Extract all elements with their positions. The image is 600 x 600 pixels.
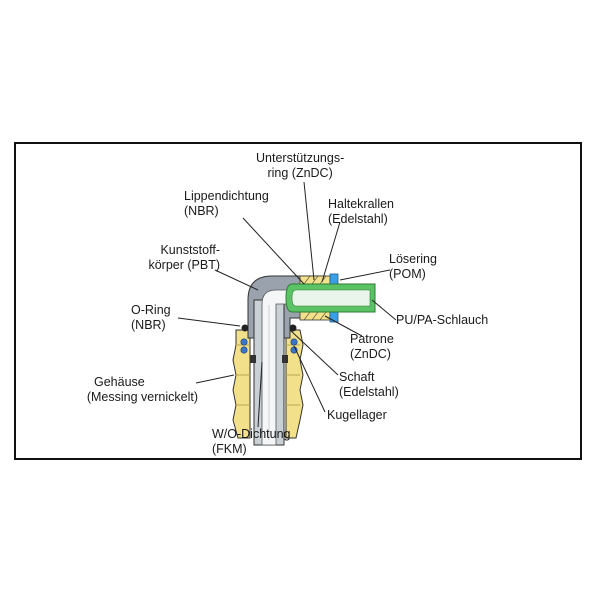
label-kunststoffkoerper: Kunststoff- körper (PBT): [148, 243, 220, 272]
wo-seal-right: [282, 355, 288, 363]
label-gehaeuse: Gehäuse (Messing vernickelt): [86, 375, 198, 404]
label-kugellager: Kugellager: [327, 408, 387, 422]
label-loesering: Lösering (POM): [389, 252, 437, 281]
label-haltekrallen: Haltekrallen (Edelstahl): [328, 197, 395, 226]
label-schlauch: PU/PA-Schlauch: [396, 313, 489, 327]
label-lippendichtung: Lippendichtung (NBR): [184, 189, 269, 218]
label-o-ring: O-Ring (NBR): [131, 303, 171, 332]
leader-lines: [177, 181, 397, 428]
wo-seal: [250, 355, 256, 363]
o-ring: [241, 324, 249, 332]
label-wo-dichtung: W/O-Dichtung (FKM): [212, 427, 291, 456]
label-patrone: Patrone (ZnDC): [350, 332, 394, 361]
label-unterstuetzungsring: Unterstützungs- ring (ZnDC): [256, 151, 345, 180]
o-ring-right: [289, 324, 297, 332]
label-schaft: Schaft (Edelstahl): [339, 370, 399, 399]
